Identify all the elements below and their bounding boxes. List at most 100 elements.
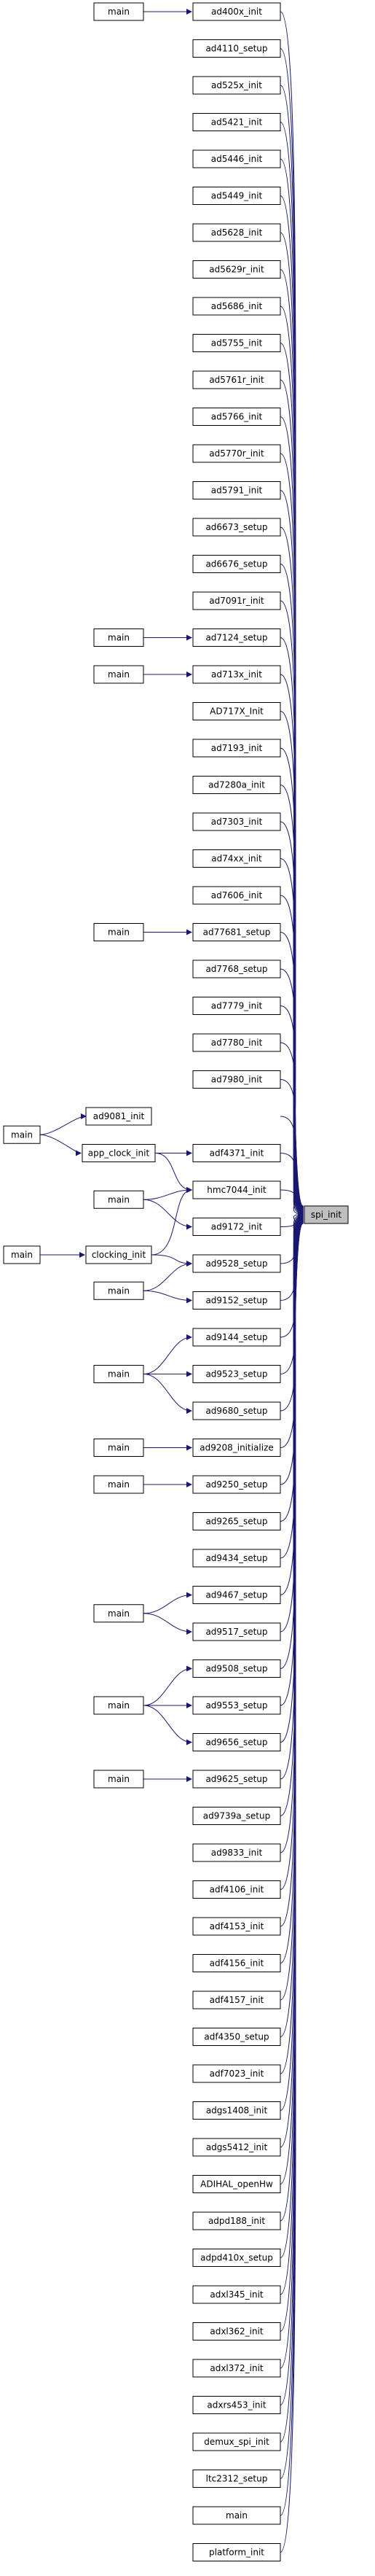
caller-node[interactable]: adxl372_init xyxy=(192,2359,281,2378)
caller-node[interactable]: ad4110_setup xyxy=(192,39,281,58)
ad9081-init-left[interactable]: ad9081_init xyxy=(85,1107,152,1126)
caller-node[interactable]: ad9553_setup xyxy=(192,1696,281,1715)
caller-node[interactable]: ad9152_setup xyxy=(192,1291,281,1310)
caller-node[interactable]: ad9172_init xyxy=(192,1218,281,1236)
target-node-spi-init[interactable]: spi_init xyxy=(304,1205,349,1224)
app-clock-init-node[interactable]: app_clock_init xyxy=(82,1144,156,1162)
caller-node[interactable]: ad5629r_init xyxy=(192,260,281,279)
caller-node[interactable]: adgs1408_init xyxy=(192,2101,281,2120)
caller-node[interactable]: ad5686_init xyxy=(192,297,281,316)
caller-node[interactable]: ad9250_setup xyxy=(192,1475,281,1494)
caller-node[interactable]: ad9625_setup xyxy=(192,1770,281,1789)
main-node-ad9467[interactable]: main xyxy=(93,1604,144,1623)
caller-node[interactable]: main xyxy=(192,2506,281,2525)
caller-node-label: adf7023_init xyxy=(210,2069,264,2079)
caller-node[interactable]: ad5761r_init xyxy=(192,370,281,389)
caller-node[interactable]: ad5421_init xyxy=(192,113,281,131)
caller-node[interactable]: ad9467_setup xyxy=(192,1586,281,1604)
caller-node-box xyxy=(192,2506,281,2525)
caller-node[interactable]: ad9508_setup xyxy=(192,1659,281,1678)
edge-to-target xyxy=(280,1189,304,1218)
caller-node[interactable]: ltc2312_setup xyxy=(192,2470,281,2488)
caller-node[interactable]: ad525x_init xyxy=(192,76,281,95)
caller-node[interactable]: ad5766_init xyxy=(192,408,281,426)
caller-node[interactable]: ad74xx_init xyxy=(192,849,281,868)
caller-node[interactable]: ad7779_init xyxy=(192,997,281,1015)
caller-node-box xyxy=(192,2249,281,2267)
caller-node-label: ad6676_setup xyxy=(205,559,267,569)
caller-node-box xyxy=(192,849,281,868)
caller-node[interactable]: adf4156_init xyxy=(192,1954,281,1972)
caller-node[interactable]: ADIHAL_openHw xyxy=(192,2175,281,2193)
caller-node[interactable]: ad7091r_init xyxy=(192,591,281,610)
caller-node[interactable]: ad9265_setup xyxy=(192,1512,281,1530)
caller-node[interactable]: ad7606_init xyxy=(192,886,281,905)
caller-node-main[interactable]: main xyxy=(93,1475,144,1494)
caller-node[interactable]: adpd188_init xyxy=(192,2211,281,2230)
caller-node[interactable]: ad7768_setup xyxy=(192,960,281,978)
caller-node[interactable]: adpd410x_setup xyxy=(192,2249,281,2267)
caller-node[interactable]: ad713x_init xyxy=(192,665,281,684)
caller-node[interactable]: demux_spi_init xyxy=(192,2432,281,2451)
main-node-far-2[interactable]: main xyxy=(3,1245,41,1264)
caller-node[interactable]: ad9434_setup xyxy=(192,1549,281,1568)
caller-node[interactable]: ad9208_initialize xyxy=(192,1439,281,1457)
caller-node[interactable]: platform_init xyxy=(192,2543,281,2561)
caller-node[interactable]: adxrs453_init xyxy=(192,2396,281,2414)
caller-node[interactable]: ad6673_setup xyxy=(192,518,281,537)
main-node-ad9528[interactable]: main xyxy=(93,1281,144,1300)
caller-node-main[interactable]: main xyxy=(93,923,144,941)
caller-node[interactable]: ad9528_setup xyxy=(192,1254,281,1273)
caller-node-box xyxy=(192,518,281,537)
caller-node-label: ad713x_init xyxy=(211,669,262,680)
caller-node[interactable]: ad5446_init xyxy=(192,149,281,168)
caller-node-main[interactable]: main xyxy=(93,1439,144,1457)
caller-node[interactable]: ad5449_init xyxy=(192,187,281,205)
caller-node-main[interactable]: main xyxy=(93,1770,144,1789)
caller-node[interactable]: hmc7044_init xyxy=(192,1180,281,1199)
caller-node[interactable]: ad7124_setup xyxy=(192,629,281,647)
main-node-hmc[interactable]: main xyxy=(93,1190,144,1209)
caller-node[interactable]: adxl362_init xyxy=(192,2322,281,2340)
caller-node[interactable]: AD717X_Init xyxy=(192,702,281,720)
main-node-ad9467-box xyxy=(93,1604,144,1623)
caller-node-label: ad9250_setup xyxy=(205,1479,267,1490)
caller-node[interactable]: ad9144_setup xyxy=(192,1328,281,1347)
caller-node[interactable]: ad9523_setup xyxy=(192,1365,281,1383)
main-node-far-1[interactable]: main xyxy=(3,1125,41,1144)
caller-node-main[interactable]: main xyxy=(93,2,144,21)
caller-node[interactable]: ad9517_setup xyxy=(192,1622,281,1641)
caller-node[interactable]: ad9833_init xyxy=(192,1843,281,1862)
caller-node[interactable]: ad5770r_init xyxy=(192,444,281,463)
caller-node[interactable]: ad9680_setup xyxy=(192,1401,281,1420)
caller-node[interactable]: adxl345_init xyxy=(192,2285,281,2304)
caller-node-main-box xyxy=(93,1770,144,1789)
edges xyxy=(39,9,304,2553)
caller-node[interactable]: ad7303_init xyxy=(192,812,281,831)
main-node-ad9553[interactable]: main xyxy=(93,1696,144,1715)
caller-node[interactable]: ad6676_setup xyxy=(192,555,281,573)
caller-node-main[interactable]: main xyxy=(93,629,144,647)
caller-node-main[interactable]: main xyxy=(93,665,144,684)
caller-node[interactable]: ad7780_init xyxy=(192,1033,281,1052)
caller-node[interactable]: ad7193_init xyxy=(192,739,281,758)
caller-node[interactable]: adf4350_setup xyxy=(192,2028,281,2046)
caller-node[interactable]: ad5791_init xyxy=(192,481,281,499)
caller-node[interactable]: ad77681_setup xyxy=(192,923,281,941)
edge-clk-ad9528 xyxy=(151,1254,192,1266)
caller-node[interactable]: adf4157_init xyxy=(192,1991,281,2009)
caller-node[interactable]: adf4371_init xyxy=(192,1144,281,1162)
caller-node[interactable]: ad5628_init xyxy=(192,223,281,242)
caller-node[interactable]: adf4106_init xyxy=(192,1880,281,1899)
caller-node[interactable]: ad9739a_setup xyxy=(192,1807,281,1825)
caller-node[interactable]: ad400x_init xyxy=(192,2,281,21)
caller-node[interactable]: ad7280a_init xyxy=(192,776,281,794)
main-node-ad9523[interactable]: main xyxy=(93,1365,144,1383)
caller-node[interactable]: adf7023_init xyxy=(192,2064,281,2083)
clocking-init-node[interactable]: clocking_init xyxy=(85,1245,152,1264)
caller-node[interactable]: adgs5412_init xyxy=(192,2138,281,2157)
caller-node[interactable]: ad9656_setup xyxy=(192,1733,281,1751)
caller-node[interactable]: ad5755_init xyxy=(192,334,281,352)
caller-node[interactable]: adf4153_init xyxy=(192,1917,281,1936)
caller-node[interactable]: ad7980_init xyxy=(192,1070,281,1089)
